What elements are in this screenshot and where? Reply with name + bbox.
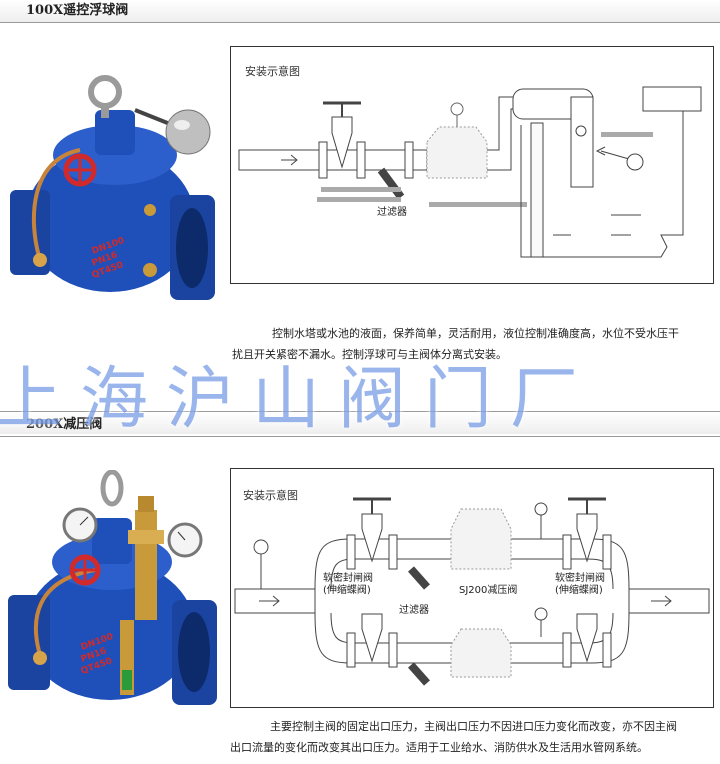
valve-body [25,148,195,292]
section-title-band-2 [0,412,720,434]
upper-gate-valve-left [361,513,383,563]
gate-valve-callout-right-sub: (伸缩蝶阀) [555,583,603,596]
description-1-line-2: 扰且开关紧密不漏水。控制浮球可与主阀体分离式安装。 [232,348,507,361]
section-top-rule-2 [0,411,720,412]
eye-bolt [100,469,124,507]
description-2-line-2: 出口流量的变化而改变其出口压力。适用于工业给水、消防供水及生活用水管网系统。 [230,741,648,754]
gate-valve-callout-left: 软密封闸阀 [323,571,373,584]
filter-callout-2: 过滤器 [399,603,429,616]
tank-float-ball [626,153,644,171]
copper-control-tube [31,148,81,261]
main-valve-callout: SJ200减压阀 [459,583,517,596]
main-float-valve [426,126,488,179]
section-title-2: 200X减压阀 [26,417,103,432]
valve-top-cap [95,110,135,155]
upper-reducing-valve [450,508,512,570]
lower-gate-valve-left [361,613,383,663]
product-photo-float-valve: DN100 PN16 QT450 [0,70,225,315]
section-title-band-1 [0,0,720,22]
gate-valve-callout-right: 软密封闸阀 [555,571,605,584]
eye-bolt [88,75,122,109]
upper-gate-valve-right [576,513,598,563]
lower-reducing-valve [450,628,512,678]
flow-arrow-in [259,595,280,607]
brass-pilot-valve [135,510,157,620]
company-watermark: 上海沪山阀门厂 [0,360,597,439]
float-ball [165,109,211,155]
section-title-1: 100X遥控浮球阀 [26,3,129,18]
description-2-line-1: 主要控制主阀的固定出口压力，主阀出口压力不因进口压力变化而改变，亦不因主阀 [270,720,677,733]
inlet-pressure-gauge [253,539,269,555]
gate-valve-callout-left-sub: (伸缩蝶阀) [323,583,371,596]
filter-callout-1: 过滤器 [377,205,407,218]
copper-control-tube [33,568,96,656]
valve-left-flange [8,595,50,690]
lower-gate-valve-right [576,613,598,663]
flow-arrow-in [281,154,298,166]
section-divider-2 [0,436,720,437]
filter-y-strainer [377,167,405,200]
description-1: 控制水塔或水池的液面，保养简单，灵活耐用，液位控制准确度高，水位不受水压干 扰且… [232,323,716,365]
diagram-label-2: 安装示意图 [243,488,298,502]
description-2: 主要控制主阀的固定出口压力，主阀出口压力不因进口压力变化而改变，亦不因主阀 出口… [230,716,716,758]
section-divider-1 [0,22,720,23]
filter-upper [408,566,430,590]
installation-diagram-1: 安装示意图 过滤器 [230,46,714,284]
filter-lower [408,662,430,686]
installation-diagram-2: 安装示意图 [230,468,714,708]
diagram-label-1: 安装示意图 [245,64,300,78]
product-photo-reducing-valve: DN100 PN16 QT450 [0,469,225,720]
flow-arrow-out [651,595,672,607]
valve-bore [176,208,208,288]
description-1-line-1: 控制水塔或水池的液面，保养简单，灵活耐用，液位控制准确度高，水位不受水压干 [272,327,679,340]
water-tank [520,106,684,258]
